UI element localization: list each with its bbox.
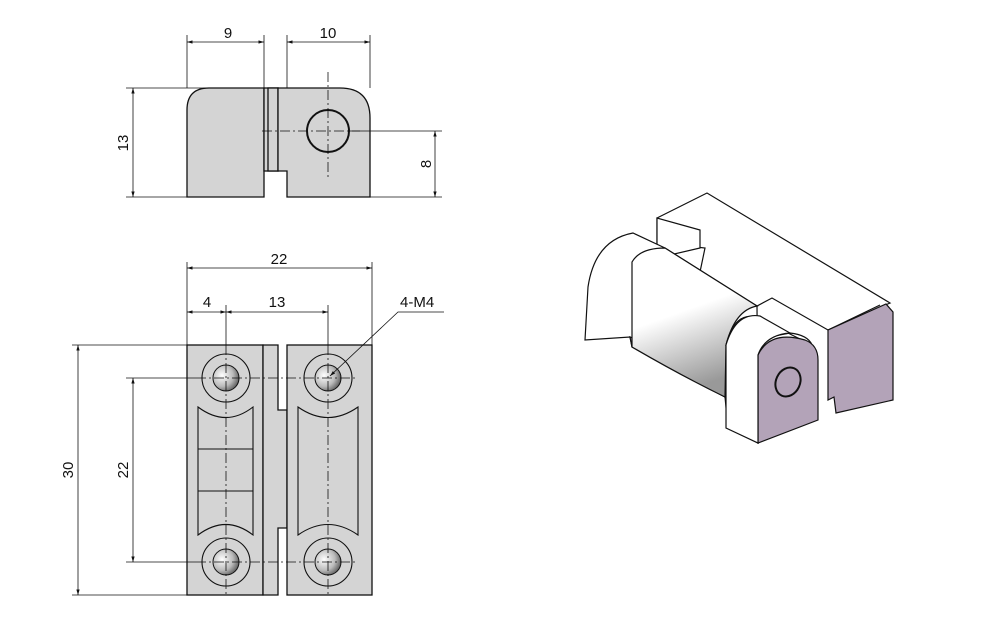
top-view: 9 10 13 8	[115, 25, 442, 198]
dim-hole-spacing-x: 13	[269, 294, 286, 311]
dim-height: 13	[115, 135, 132, 152]
dim-left-width: 9	[224, 25, 232, 42]
isometric-view	[584, 192, 894, 444]
dim-hole-offset: 4	[203, 294, 211, 311]
front-view: 22 4 13 30 22 4-M4	[60, 251, 444, 596]
dim-hole-height: 8	[418, 160, 435, 168]
iso-pin-hole	[774, 366, 802, 398]
dim-total-height: 30	[60, 462, 77, 479]
dim-total-width: 22	[271, 251, 288, 268]
top-knuckle-inner	[267, 87, 279, 172]
thread-callout: 4-M4	[400, 294, 434, 311]
dim-right-width: 10	[320, 25, 337, 42]
top-left-leaf	[186, 87, 265, 198]
dim-hole-spacing-y: 22	[115, 462, 132, 479]
front-knuckle	[262, 344, 288, 596]
